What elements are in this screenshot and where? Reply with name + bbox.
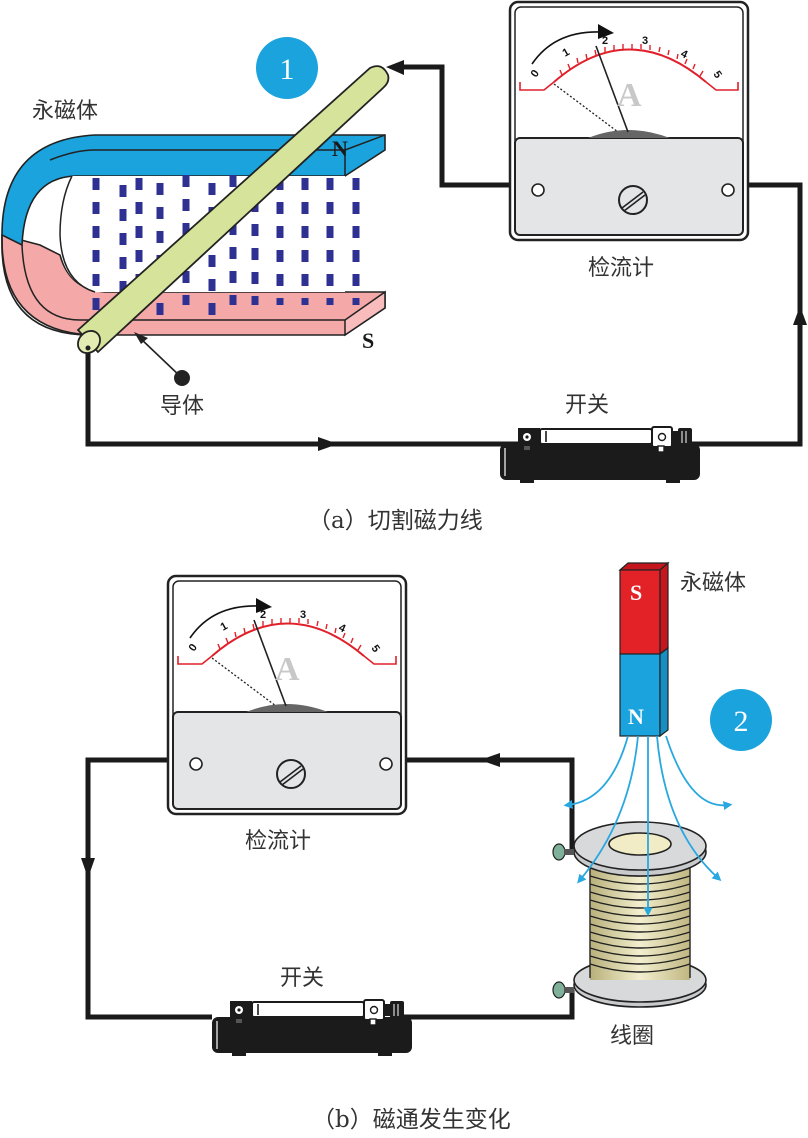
scale-label-3: 3 [642, 35, 648, 47]
circuit-wire-a [85, 64, 803, 447]
scale-label-3: 3 [300, 609, 306, 621]
current-arrow-icon [386, 60, 404, 75]
scale-label-1: 1 [561, 46, 572, 59]
conductor-label: 导体 [160, 394, 204, 419]
scale-label-2: 2 [260, 609, 266, 621]
circuit-wire-b [85, 757, 575, 1020]
diagram-a: N S 永磁体 导体 1 0 1 2 3 4 5 A 检流计 开关 （a）切割磁… [1, 0, 807, 534]
current-arrow-icon [81, 858, 95, 878]
scale-label-0: 0 [529, 68, 542, 80]
switch-label: 开关 [280, 966, 324, 991]
galvanometer-a: 0 1 2 3 4 5 A [508, 0, 750, 242]
south-pole-label: S [630, 580, 642, 605]
scale-label-1: 1 [219, 620, 230, 633]
scale-label-4: 4 [679, 48, 690, 62]
caption-b: （b）磁通发生变化 [312, 1107, 511, 1133]
scale-label-4: 4 [337, 622, 348, 636]
badge-1 [256, 37, 318, 99]
magnetic-field-lines [92, 175, 360, 318]
current-arrow-icon [793, 306, 807, 325]
galvanometer-label: 检流计 [588, 256, 654, 281]
conductor-rod [76, 65, 390, 354]
south-pole-label: S [362, 328, 374, 353]
current-arrow-icon [480, 753, 500, 767]
switch-label: 开关 [565, 393, 609, 418]
magnet-label: 永磁体 [680, 571, 746, 596]
scale-label-5: 5 [711, 69, 724, 81]
galvanometer-label: 检流计 [245, 829, 311, 854]
magnet-label: 永磁体 [32, 99, 98, 124]
scale-label-5: 5 [369, 643, 382, 655]
meter-unit: A [617, 77, 642, 114]
north-pole-label: N [628, 704, 644, 729]
coil [552, 821, 707, 1008]
scale-label-2: 2 [602, 35, 608, 47]
current-arrow-icon [318, 437, 338, 451]
scale-label-0: 0 [187, 642, 200, 654]
coil-label: 线圈 [610, 1024, 654, 1049]
caption-a: （a）切割磁力线 [308, 508, 483, 534]
magnetic-field-arrows [563, 735, 733, 917]
meter-unit: A [275, 651, 300, 688]
pointer-dot [174, 370, 190, 386]
badge-1-text: 1 [280, 53, 295, 86]
north-pole-label: N [332, 136, 348, 161]
bar-magnet: S N [618, 561, 670, 738]
switch-a [499, 426, 701, 484]
badge-2 [710, 689, 772, 751]
diagram-b: 0 1 2 3 4 5 A 检流计 开关 S N 永磁体 2 [81, 561, 772, 1133]
switch-b [211, 999, 413, 1057]
galvanometer-b: 0 1 2 3 4 5 A [166, 574, 408, 816]
badge-2-text: 2 [734, 705, 749, 738]
conductor-pointer [139, 337, 183, 379]
